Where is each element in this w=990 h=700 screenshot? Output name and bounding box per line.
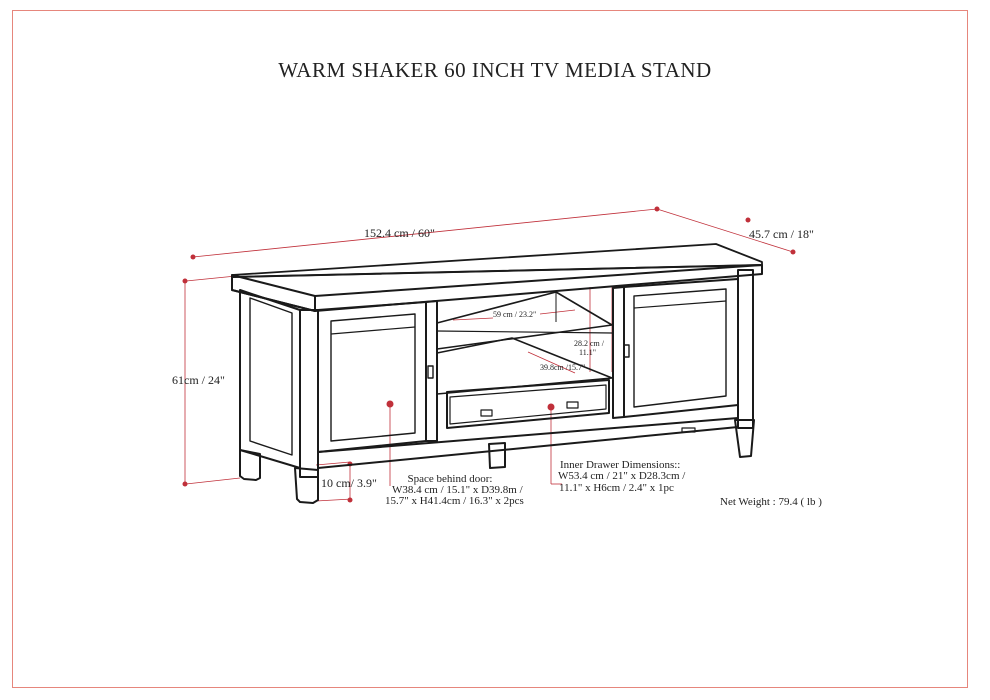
drawer-note-title: Inner Drawer Dimensions::: [560, 459, 681, 471]
drawer-marker: [547, 403, 555, 411]
drawer-note-line3: 11.1" x H6cm / 2.4" x 1pc: [559, 482, 674, 494]
width-dimension-line: [192, 208, 658, 258]
net-weight-label: Net Weight : 79.4 ( lb ): [720, 496, 822, 508]
leg-height-label: 10 cm/ 3.9": [321, 476, 377, 490]
shelf-depth-line: [527, 351, 576, 374]
door-space-note-title: Space behind door:: [407, 473, 493, 485]
shelf-width-label: 59 cm / 23.2": [493, 310, 537, 319]
page-frame: [12, 10, 968, 688]
page-title: WARM SHAKER 60 INCH TV MEDIA STAND: [278, 58, 712, 82]
width-label: 152.4 cm / 60": [364, 226, 435, 240]
door-space-note-line2: W38.4 cm / 15.1" x D39.8m /: [392, 484, 523, 496]
shelf-height-label-cm: 28.2 cm /: [574, 339, 604, 348]
depth-label: 45.7 cm / 18": [749, 227, 814, 241]
drawer-note-line2: W53.4 cm / 21" x D28.3cm /: [558, 470, 686, 482]
door-space-note-line3: 15.7" x H41.4cm / 16.3" x 2pcs: [385, 495, 524, 507]
shelf-height-label-in: 11.1": [579, 348, 596, 357]
door-space-marker: [386, 400, 394, 408]
height-label: 61cm / 24": [172, 373, 225, 387]
shelf-depth-label: 39.8cm /15.7": [540, 363, 586, 372]
tv-stand-outline: [231, 243, 763, 504]
depth-dimension-line: [656, 208, 794, 253]
